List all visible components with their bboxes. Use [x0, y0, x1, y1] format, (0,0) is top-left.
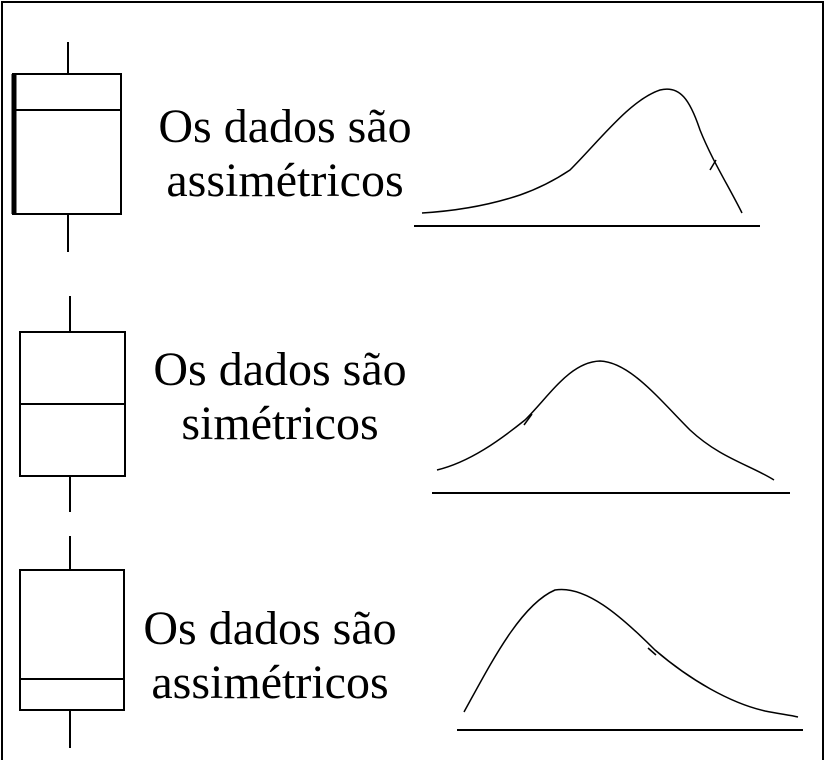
density-curve-3-tick — [647, 647, 657, 656]
density-curve-2-tick — [523, 413, 533, 426]
label-row-2: Os dados são simétricos — [135, 343, 425, 451]
label-row-3-line-2: assimétricos — [151, 656, 389, 709]
boxplot-1-box — [12, 73, 122, 215]
density-curve-1 — [414, 88, 760, 227]
label-row-2-line-1: Os dados são — [153, 343, 407, 396]
boxplot-2 — [19, 296, 126, 512]
boxplot-1 — [11, 42, 122, 252]
label-row-3: Os dados são assimétricos — [125, 602, 415, 710]
density-curve-1-tick — [709, 159, 717, 171]
density-curve-3-line — [463, 588, 799, 718]
label-row-3-line-1: Os dados são — [143, 602, 397, 655]
density-curve-2-line — [436, 360, 775, 481]
density-curve-1-line — [421, 88, 743, 214]
density-curve-3 — [457, 588, 803, 731]
label-row-1-line-1: Os dados são — [158, 100, 412, 153]
label-row-1-line-2: assimétricos — [166, 154, 404, 207]
label-row-2-line-2: simétricos — [181, 397, 379, 450]
label-row-1: Os dados são assimétricos — [140, 100, 430, 208]
boxplot-3-box — [19, 569, 125, 711]
boxplot-3 — [19, 536, 125, 748]
density-curve-2 — [432, 360, 790, 494]
